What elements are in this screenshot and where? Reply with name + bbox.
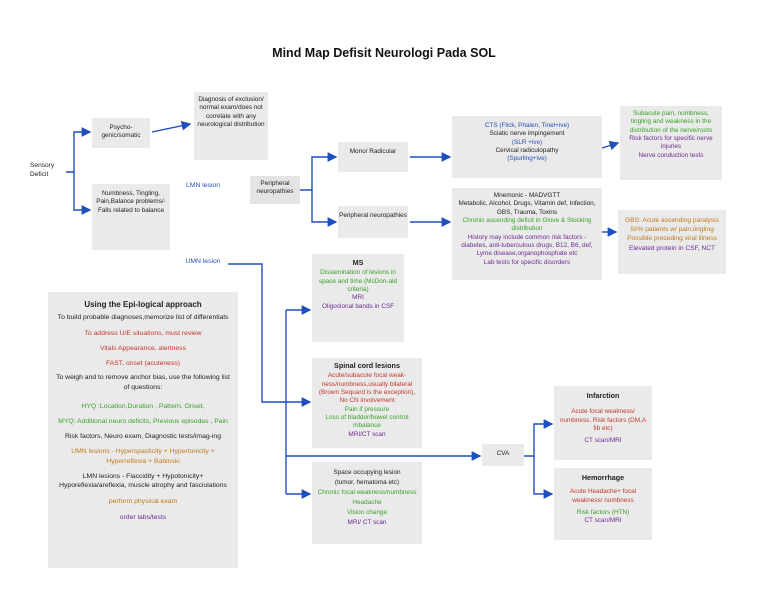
subacute-node: Subacute pain, numbness, tingling and we… — [620, 106, 722, 180]
cts-line-5: (Spurling+ive) — [507, 155, 547, 163]
arrow-sensory-numbness — [73, 172, 92, 215]
psychogenic-node: Psycho-genic/somatic — [92, 118, 150, 148]
cts-line-1: CTS (Flick, Phalen, Tinel+ive) — [484, 122, 570, 129]
epi-line-4: FAST, onset (acuteness) — [105, 360, 181, 368]
arrow-sensory-psycho — [66, 127, 92, 173]
umn-lesion-label: UMN lesion — [185, 258, 221, 265]
infarction-line-1: Acute focal weakness/ numbness, Risk fac… — [559, 408, 647, 433]
cts-node: CTS (Flick, Phalen, Tinel+ive) Sciatic n… — [452, 116, 602, 178]
peripheral-neuropathies-node: Peripheral neuropathies — [250, 176, 300, 204]
hemorrhage-title: Hemorrhage — [581, 473, 625, 482]
epi-line-12: order labs/tests — [119, 514, 167, 522]
arrow-cva-hemorrhage — [533, 456, 554, 499]
sol-line-4: Vision change — [346, 508, 388, 516]
mono-radicular-node: Mono/ Radicular — [338, 142, 408, 172]
infarction-title: Infarction — [586, 391, 620, 400]
sol-line-3: Headache — [352, 498, 382, 506]
peripheral-neuropathies-label: Peripheral neuropathies — [256, 180, 294, 196]
epi-line-1: To build probable diagnoses,memorize lis… — [57, 313, 229, 321]
gbs-line-1: GBS: Acute ascending paralysis 50% patie… — [625, 217, 719, 243]
subacute-line-1: Subacute pain, numbness, tingling and we… — [629, 110, 713, 134]
cts-line-3: (SLR +ive) — [511, 138, 543, 146]
arrow-cva-infarction — [524, 419, 554, 457]
madvgtt-line-2: Metabolic, Alcohol, Drugs, Vitamin def, … — [458, 200, 596, 216]
sensory-deficit-node: Sensory Deficit — [30, 162, 68, 179]
epi-line-7: MYQ: Additional neuro deficits, Previous… — [58, 418, 228, 425]
peripheral-sub-node: Peripheral neuropathies — [338, 206, 408, 238]
sensory-deficit-label: Sensory Deficit — [30, 162, 55, 178]
peripheral-sub-label: Peripheral neuropathies — [339, 212, 407, 219]
epi-title: Using the Epi-logical approach — [84, 300, 202, 309]
subacute-line-2: Risk factors for specific nerve injuries — [629, 134, 713, 151]
epi-line-9: UMN lesions - Hyperspasticity + Hyperton… — [71, 448, 215, 465]
gbs-line-2: Elevated protein in CSF, NCT — [628, 244, 716, 252]
epi-line-3: Vitals Appearance, alertness — [99, 345, 187, 353]
epi-logical-node: Using the Epi-logical approach To build … — [48, 292, 238, 568]
mono-radicular-label: Mono/ Radicular — [349, 148, 397, 155]
hemorrhage-line-2: Risk factors (HTN) — [576, 509, 630, 517]
madvgtt-line-3: Chronic ascending deficit in Glove & Sto… — [462, 216, 592, 233]
spinal-cord-node: Spinal cord lesions Acute/subacute focal… — [312, 358, 422, 448]
epi-line-2: To address U/E situations, must review — [84, 329, 202, 337]
epi-line-6: HYQ :Location,Duration , Pattern, Onset, — [81, 402, 205, 410]
umn-trunk — [228, 263, 286, 403]
diagnosis-exclusion-label: Diagnosis of exclusion/ normal exam/does… — [197, 96, 265, 128]
hemorrhage-node: Hemorrhage Acute Headache+ focal weaknes… — [554, 468, 652, 540]
subacute-line-3: Nerve conduction tests — [638, 151, 704, 159]
arrow-psycho-diag — [151, 120, 192, 133]
numbness-node: Numbness, Tingling, Pain,Balance problem… — [92, 184, 170, 250]
lmn-lesion-label: LMN lesion — [186, 182, 220, 189]
arrow-peripheral-mono — [300, 152, 338, 191]
epi-line-8: Risk factors, Neuro exam, Diagnostic tes… — [64, 433, 221, 441]
spinal-line-4: MRI/CT scan — [348, 430, 386, 438]
sol-title: Space occupying lesion — [333, 469, 401, 476]
madvgtt-line-4: History may include common risk factors … — [461, 233, 593, 258]
infarction-line-2: CT scan/MRI — [584, 437, 622, 445]
gbs-node: GBS: Acute ascending paralysis 50% patie… — [618, 210, 726, 274]
epi-line-10: LMN lesions - Flaccidity + Hypotonicity+… — [59, 472, 227, 489]
sol-line-2: Chronic focal weakness/numbness — [317, 488, 417, 496]
ms-title: MS — [352, 258, 364, 267]
spinal-title: Spinal cord lesions — [334, 361, 400, 370]
cva-label: CVA — [496, 450, 510, 457]
epi-line-5: To weigh and to remove anchor bias, use … — [56, 374, 230, 391]
cts-line-2: Sciatic nerve impingement — [489, 130, 565, 138]
madvgtt-node: Mnemonic - MADVGTT Metabolic, Alcohol, D… — [452, 188, 602, 280]
ms-line-2: MRI — [352, 294, 364, 302]
madvgtt-line-1: Mnemonic - MADVGTT — [493, 192, 561, 199]
sol-line-5: MRI/ CT scan — [347, 518, 387, 526]
hemorrhage-line-1: Acute Headache+ focal weakness/ numbness — [569, 488, 637, 504]
epi-line-11: perform physical exam — [108, 498, 178, 506]
spinal-line-3: Loss of bladder/bowel control mbalance — [325, 414, 409, 430]
page-title: Mind Map Defisit Neurologi Pada SOL — [272, 46, 496, 60]
sol-node: Space occupying lesion (tumor, hematoma … — [312, 462, 422, 544]
sol-line-1: (tumor, hematoma etc) — [334, 478, 400, 486]
arrow-peripheral-periph — [311, 190, 338, 227]
psychogenic-label: Psycho-genic/somatic — [101, 124, 141, 140]
diagnosis-exclusion-node: Diagnosis of exclusion/ normal exam/does… — [194, 92, 268, 160]
infarction-node: Infarction Acute focal weakness/ numbnes… — [554, 386, 652, 460]
madvgtt-line-5: Lab tests for specific disorders — [483, 258, 571, 266]
arrow-cts-subacute — [601, 140, 620, 151]
cts-line-4: Cervical radiculopathy — [495, 146, 559, 154]
spinal-line-2: Pain if pressure — [344, 405, 390, 413]
spinal-line-1: Acute/subacute focal weak-ness/numbness,… — [318, 372, 416, 405]
ms-line-1: Dissemination of lesions in space and ti… — [318, 269, 398, 294]
numbness-label: Numbness, Tingling, Pain,Balance problem… — [96, 190, 166, 214]
ms-line-3: Oligoclonal bands in CSF — [321, 302, 395, 310]
hemorrhage-line-3: CT scan/MRI — [584, 517, 622, 525]
cva-node: CVA — [482, 444, 524, 466]
ms-node: MS Dissemination of lesions in space and… — [312, 254, 404, 342]
